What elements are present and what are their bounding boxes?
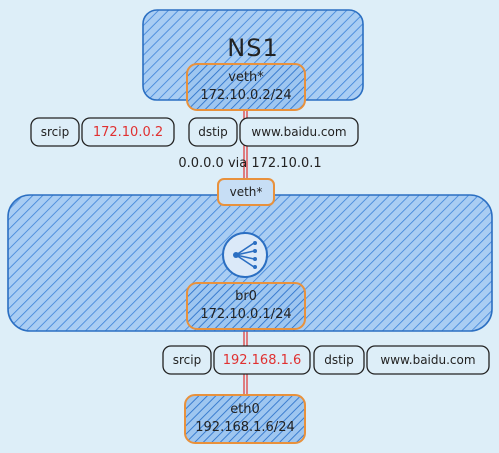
- eth0-ip: 192.168.1.6/24: [195, 420, 295, 435]
- bridge-icon: [222, 232, 268, 278]
- br0-ip: 172.10.0.1/24: [200, 307, 292, 322]
- packet2-dstip-value-box: [366, 345, 490, 375]
- packet2-dstip-value: www.baidu.com: [380, 353, 476, 367]
- packet2-dstip-box: [313, 345, 365, 375]
- br0-box: [186, 282, 306, 330]
- packet1-dstip-value-box: [239, 117, 359, 147]
- packet1-dstip-label: dstip: [198, 125, 228, 139]
- packet1-dstip-value: www.baidu.com: [251, 125, 347, 139]
- veth-mid[interactable]: veth*: [218, 179, 274, 205]
- veth-top-ip: 172.10.0.2/24: [200, 88, 292, 103]
- packet2-srcip-label: srcip: [172, 353, 202, 367]
- eth0[interactable]: eth0 192.168.1.6/24: [185, 395, 305, 443]
- eth0-name: eth0: [230, 402, 260, 417]
- packet1-dstip-box: [188, 117, 238, 147]
- eth0-box: [184, 394, 306, 444]
- veth-mid-name: veth*: [229, 185, 263, 199]
- veth-mid-box: [217, 178, 275, 206]
- packet1-srcip-value-box: [81, 117, 175, 147]
- packet1-srcip-box: [30, 117, 80, 147]
- veth-top[interactable]: veth* 172.10.0.2/24: [187, 64, 305, 110]
- br0[interactable]: br0 172.10.0.1/24: [187, 283, 305, 329]
- packet1-srcip-label: srcip: [40, 125, 70, 139]
- ns1-title: NS1: [227, 34, 279, 62]
- br0-name: br0: [235, 289, 257, 304]
- veth-top-name: veth*: [228, 70, 264, 85]
- packet2-srcip-value-box: [213, 345, 311, 375]
- packet2-srcip-value: 192.168.1.6: [222, 352, 302, 368]
- route-text: 0.0.0.0 via 172.10.0.1: [178, 156, 322, 171]
- packet2-dstip-label: dstip: [324, 353, 354, 367]
- packet1-srcip-value: 172.10.0.2: [92, 124, 164, 140]
- packet2-srcip-box: [162, 345, 212, 375]
- veth-top-box: [186, 63, 306, 111]
